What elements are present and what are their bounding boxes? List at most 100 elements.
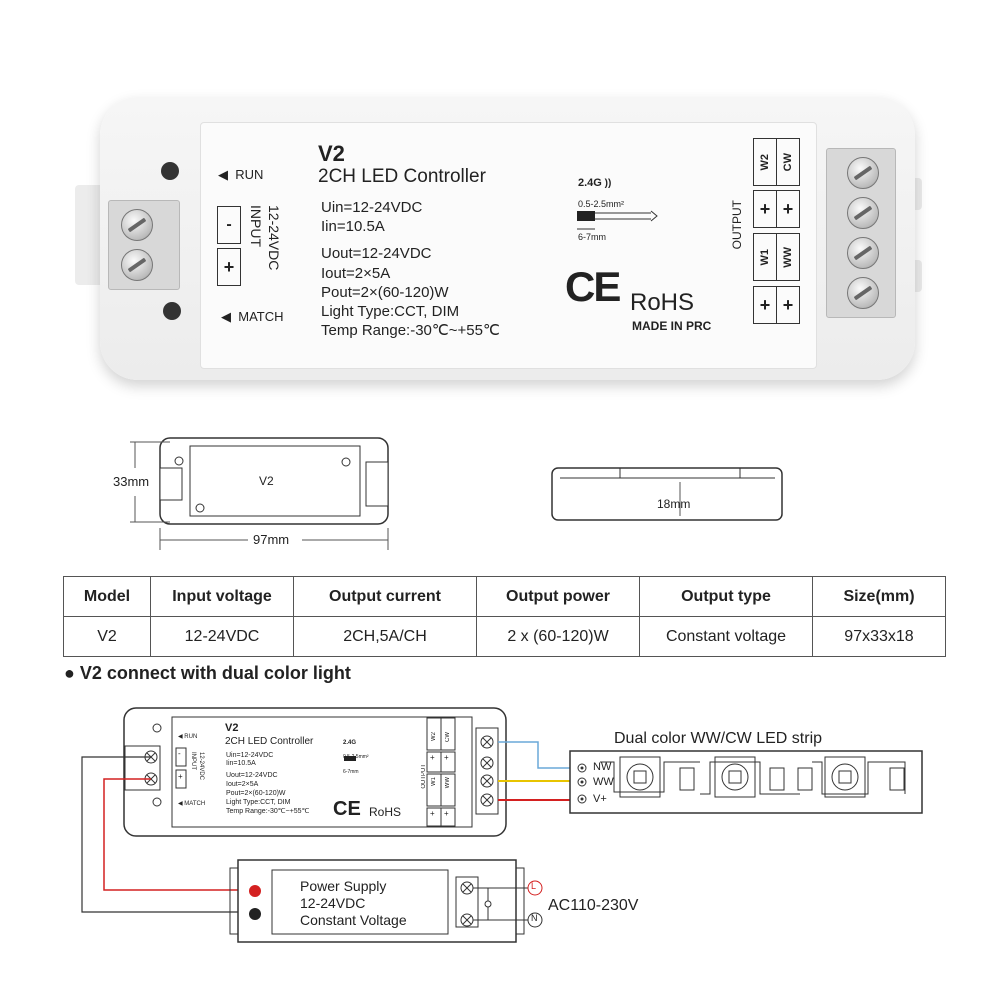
small-temp-range: Temp Range:-30℃~+55℃ bbox=[226, 808, 310, 815]
small-iin: Iin=10.5A bbox=[226, 760, 256, 767]
strip-vplus-label: V+ bbox=[593, 793, 607, 805]
spec-table: Model Input voltage Output current Outpu… bbox=[63, 576, 946, 657]
small-run: ◀ RUN bbox=[178, 734, 198, 740]
small-hole bbox=[152, 723, 162, 733]
small-output-terminal bbox=[475, 727, 499, 815]
plus-label: + bbox=[759, 294, 771, 315]
screw-icon bbox=[847, 157, 879, 189]
controller-small-label-area bbox=[171, 716, 473, 828]
small-strip-length: 6-7mm bbox=[343, 769, 359, 775]
small-hole bbox=[152, 797, 162, 807]
led-resistors bbox=[600, 761, 906, 795]
output-plus-box-2: + bbox=[776, 190, 800, 228]
header-output-power: Output power bbox=[476, 576, 640, 617]
led-chip bbox=[714, 756, 756, 798]
small-product-name: 2CH LED Controller bbox=[225, 736, 314, 747]
wire-blue bbox=[498, 741, 577, 769]
output-plus-box-3: + bbox=[753, 286, 777, 324]
pout-text: Pout=2×(60-120)W bbox=[321, 284, 449, 301]
header-input-voltage: Input voltage bbox=[150, 576, 294, 617]
top-view-hole bbox=[341, 457, 351, 467]
mount-hole-top bbox=[161, 162, 179, 180]
plus-label: + bbox=[782, 198, 794, 219]
l-label: L bbox=[531, 881, 537, 891]
led-strip-title: Dual color WW/CW LED strip bbox=[614, 730, 823, 747]
wire-strip-icon bbox=[577, 210, 658, 230]
plus-label: + bbox=[782, 294, 794, 315]
input-label: INPUT bbox=[248, 205, 264, 247]
output-label: OUTPUT bbox=[730, 200, 744, 250]
small-model-title: V2 bbox=[225, 722, 239, 734]
top-view-terminal-right bbox=[365, 461, 389, 507]
input-terminal-block bbox=[108, 200, 180, 290]
cell-size: 97x33x18 bbox=[812, 616, 946, 657]
small-iout: Iout=2×5A bbox=[226, 781, 259, 788]
n-label: N bbox=[531, 913, 538, 923]
plus-label: + bbox=[759, 198, 771, 219]
small-wireless: 2.4G bbox=[343, 740, 357, 746]
w2-box: W2 bbox=[753, 138, 777, 186]
small-output-label: OUTPUT bbox=[421, 764, 427, 789]
n-terminal-circle bbox=[527, 912, 543, 928]
screw-icon bbox=[847, 237, 879, 269]
header-output-current: Output current bbox=[293, 576, 477, 617]
top-view-label-area bbox=[189, 445, 361, 517]
small-match: ◀ MATCH bbox=[178, 801, 206, 807]
small-wire-gauge: 0.5-2.5mm² bbox=[343, 754, 369, 760]
wiring-diagram: CE bbox=[81, 707, 923, 943]
top-view-model-label: V2 bbox=[259, 474, 274, 488]
screw-icon bbox=[847, 277, 879, 309]
width-dimension: 97mm bbox=[253, 532, 290, 547]
plus-label: + bbox=[223, 256, 235, 277]
ac-voltage-label: AC110-230V bbox=[548, 897, 639, 914]
psu-line1: Power Supply bbox=[300, 878, 387, 894]
table-row: V2 12-24VDC 2CH,5A/CH 2 x (60-120)W Cons… bbox=[63, 616, 946, 657]
wiring-title-text: V2 connect with dual color light bbox=[79, 663, 351, 683]
screw-icon bbox=[847, 197, 879, 229]
uin-text: Uin=12-24VDC bbox=[321, 199, 423, 216]
light-type-text: Light Type:CCT, DIM bbox=[321, 303, 460, 320]
wifi-icon: )) bbox=[601, 178, 612, 189]
iout-text: Iout=2×5A bbox=[321, 265, 391, 282]
uout-text: Uout=12-24VDC bbox=[321, 245, 432, 262]
small-run-label: RUN bbox=[184, 734, 198, 740]
w1-label: W1 bbox=[759, 248, 771, 266]
top-view-hole bbox=[174, 456, 184, 466]
input-voltage-label: 12-24VDC bbox=[266, 205, 282, 271]
cell-model: V2 bbox=[63, 616, 151, 657]
cw-box: CW bbox=[776, 138, 800, 186]
temp-range-text: Temp Range:-30℃~+55℃ bbox=[321, 322, 500, 339]
minus-label: - bbox=[226, 216, 232, 233]
match-label: MATCH bbox=[238, 309, 284, 324]
small-w2: W2 bbox=[431, 732, 437, 741]
top-view-outline bbox=[159, 437, 389, 525]
small-light-type: Light Type:CCT, DIM bbox=[226, 799, 291, 806]
input-plus-box: + bbox=[217, 248, 241, 286]
thickness-dimension: 18mm bbox=[657, 497, 691, 511]
small-minus: - bbox=[178, 749, 181, 758]
cw-label: CW bbox=[782, 152, 794, 172]
l-terminal-circle bbox=[527, 880, 543, 896]
small-uin: Uin=12-24VDC bbox=[226, 752, 274, 759]
cell-input-voltage: 12-24VDC bbox=[150, 616, 294, 657]
top-view-terminal-left bbox=[159, 467, 183, 501]
small-rohs: RoHS bbox=[369, 805, 402, 819]
header-size: Size(mm) bbox=[812, 576, 946, 617]
header-model: Model bbox=[63, 576, 151, 617]
strip-nw-label: NW bbox=[593, 761, 612, 773]
output-plus-box-1: + bbox=[753, 190, 777, 228]
input-minus-box: - bbox=[217, 206, 241, 244]
psu-positive-terminal bbox=[249, 885, 261, 897]
small-input-voltage: 12-24VDC bbox=[198, 752, 204, 781]
small-ww: WW bbox=[445, 777, 451, 789]
rohs-mark: RoHS bbox=[630, 289, 695, 316]
dimension-drawings bbox=[130, 437, 783, 550]
controller-small-outline bbox=[123, 707, 507, 837]
cell-output-power: 2 x (60-120)W bbox=[476, 616, 640, 657]
output-terminal-block bbox=[826, 148, 896, 318]
wireless-indicator: 2.4G )) bbox=[578, 178, 611, 189]
small-out-plus: + bbox=[444, 753, 449, 762]
controller-label-panel bbox=[200, 122, 817, 369]
top-view-hole bbox=[195, 503, 205, 513]
